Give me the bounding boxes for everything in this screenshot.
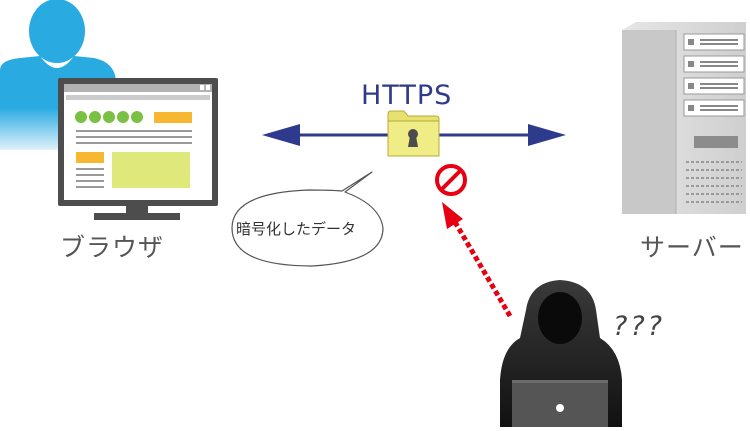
attack-arrow	[442, 202, 513, 318]
server-rack-icon	[622, 22, 746, 214]
browser-page-content	[75, 111, 192, 188]
prohibited-icon	[435, 164, 467, 196]
server-label: サーバー	[640, 233, 744, 262]
monitor-icon	[58, 78, 218, 220]
hooded-hacker-icon	[500, 280, 622, 427]
locked-folder-icon	[387, 110, 440, 157]
speech-bubble	[231, 171, 384, 267]
server-vents	[686, 161, 742, 203]
browser-label: ブラウザ	[60, 233, 165, 262]
protocol-label: HTTPS	[361, 80, 453, 111]
server-drive-bays	[683, 33, 745, 117]
attacker-question-marks: ???	[613, 311, 665, 342]
encrypted-data-label: 暗号化したデータ	[236, 220, 357, 238]
